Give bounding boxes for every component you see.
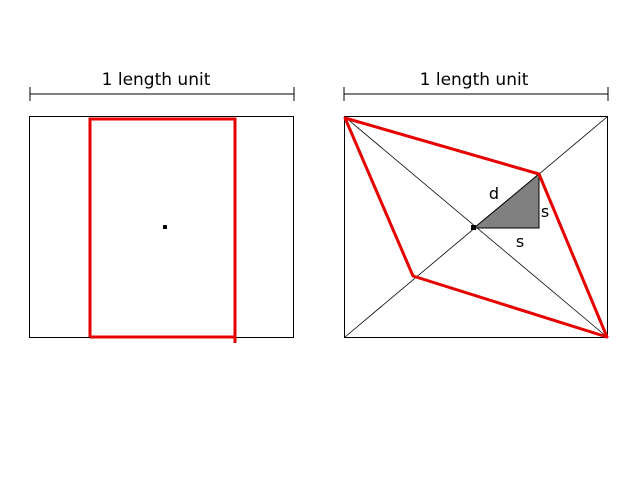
left-red-rectangle bbox=[88, 117, 237, 343]
left-scale-label: 1 length unit bbox=[102, 70, 211, 90]
label-s-horizontal: s bbox=[516, 232, 524, 251]
left-square bbox=[29, 116, 294, 338]
label-d: d bbox=[489, 184, 499, 203]
right-panel: 1 length unit d s s bbox=[343, 70, 609, 339]
right-red-quadrilateral bbox=[343, 116, 609, 339]
shaded-triangle bbox=[472, 172, 540, 229]
label-s-vertical: s bbox=[541, 202, 549, 221]
right-scale-label: 1 length unit bbox=[420, 70, 529, 90]
left-center-point bbox=[163, 225, 167, 229]
right-square bbox=[344, 116, 608, 338]
right-scale-bar bbox=[343, 87, 609, 101]
left-panel: 1 length unit bbox=[29, 70, 295, 343]
left-scale-bar bbox=[29, 87, 295, 101]
right-center-point bbox=[471, 225, 476, 230]
